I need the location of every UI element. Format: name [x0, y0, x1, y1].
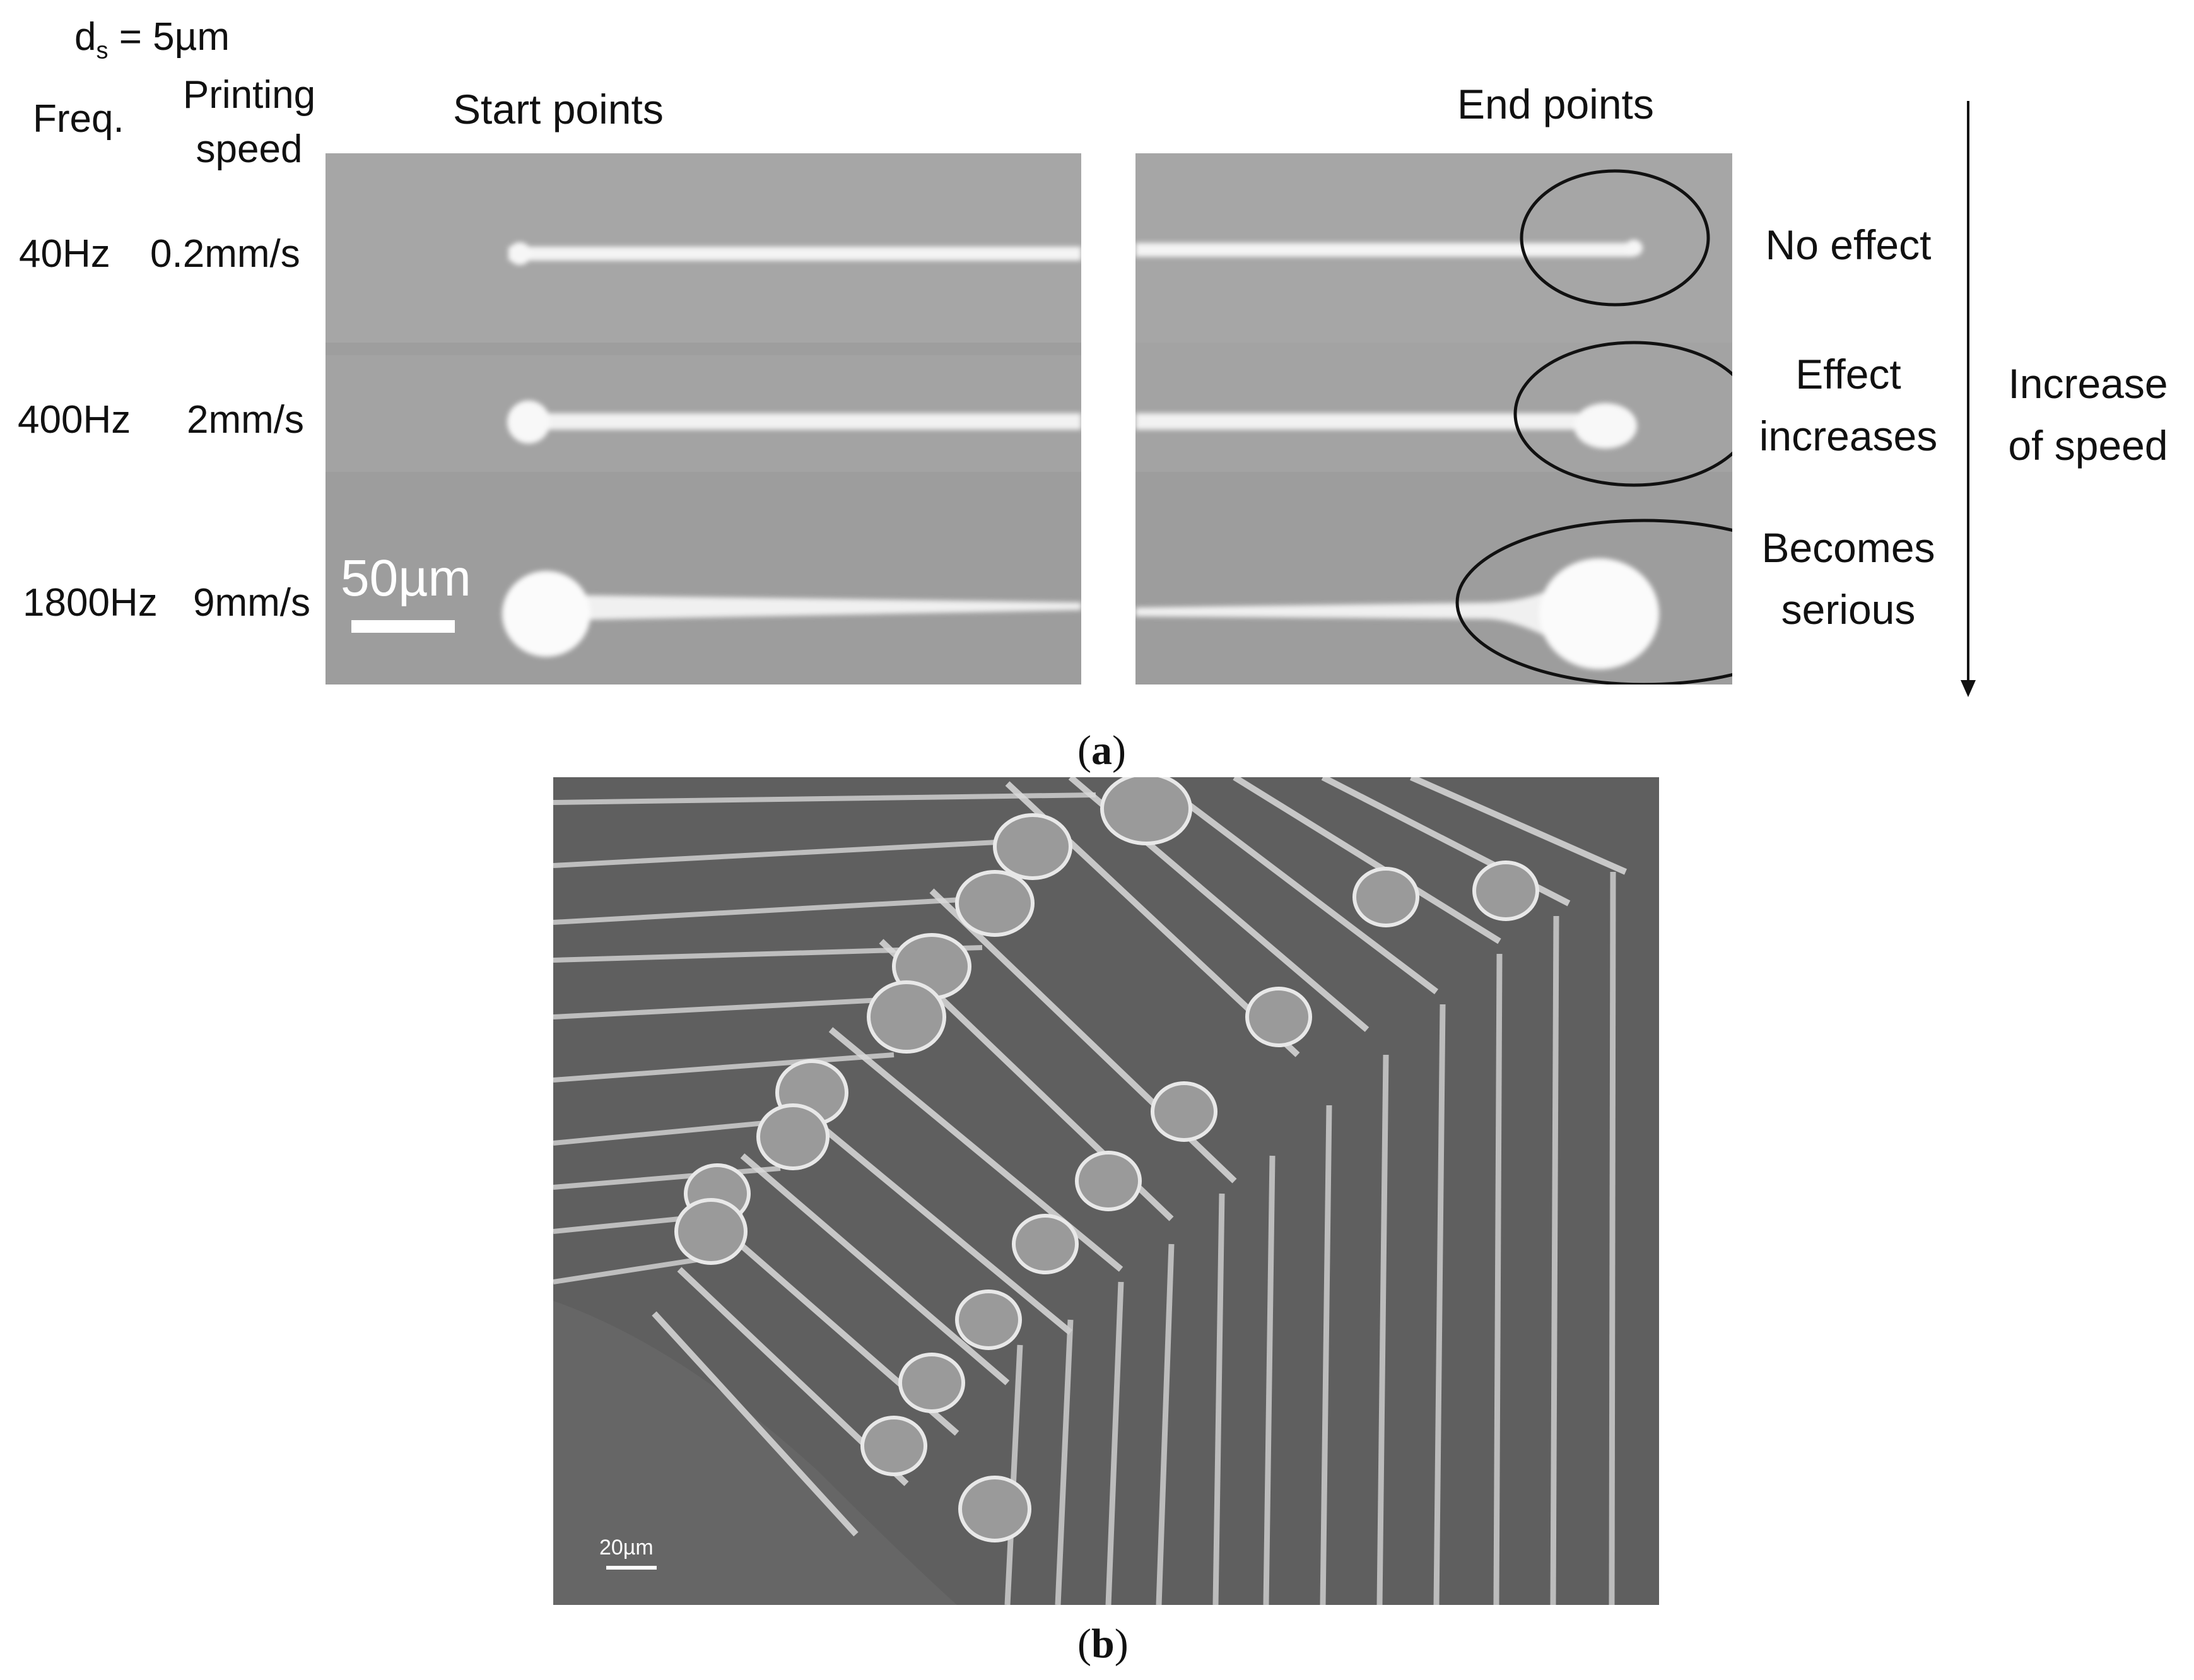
end-highlight-ellipse-2	[1513, 341, 1732, 487]
start-line-3	[565, 595, 1081, 620]
row2-speed: 2mm/s	[187, 398, 304, 442]
scale-bar-50um-label: 50µm	[341, 549, 471, 607]
row3-effect: Becomes serious	[1761, 524, 1935, 633]
row1-freq: 40Hz	[19, 232, 110, 276]
row1-effect: No effect	[1765, 221, 1932, 268]
start-line-1	[508, 247, 1081, 261]
end-highlight-ellipse-3	[1455, 519, 1732, 684]
increase-speed-arrow	[1961, 101, 1976, 697]
end-highlight-ellipse-1	[1520, 169, 1710, 307]
scale-bar-50um	[351, 620, 455, 633]
row1-speed: 0.2mm/s	[150, 232, 300, 276]
caption-b: (b)	[1077, 1621, 1129, 1667]
scale-bar-20um-label: 20µm	[599, 1536, 654, 1560]
end-points-header: End points	[1457, 81, 1654, 127]
caption-a: (a)	[1077, 727, 1126, 773]
speed-header: Printing speed	[182, 73, 316, 171]
ds-label: ds = 5µm	[74, 15, 230, 64]
end-line-2	[1135, 413, 1615, 430]
row2-effect: Effect increases	[1759, 351, 1938, 459]
end-line-3	[1135, 570, 1590, 658]
increase-speed-label: Increase of speed	[2008, 360, 2168, 469]
end-line-1	[1135, 243, 1634, 257]
printed-lines-micrograph	[553, 777, 1659, 1605]
row3-freq: 1800Hz	[23, 581, 158, 625]
scale-bar-20um	[606, 1566, 657, 1570]
row3-speed: 9mm/s	[193, 581, 310, 625]
start-points-header: Start points	[453, 86, 664, 132]
start-points-image	[326, 153, 1081, 684]
start-line-2	[527, 413, 1081, 430]
row2-freq: 400Hz	[18, 398, 131, 442]
end-points-image	[1135, 153, 1732, 684]
freq-header: Freq.	[33, 97, 124, 141]
